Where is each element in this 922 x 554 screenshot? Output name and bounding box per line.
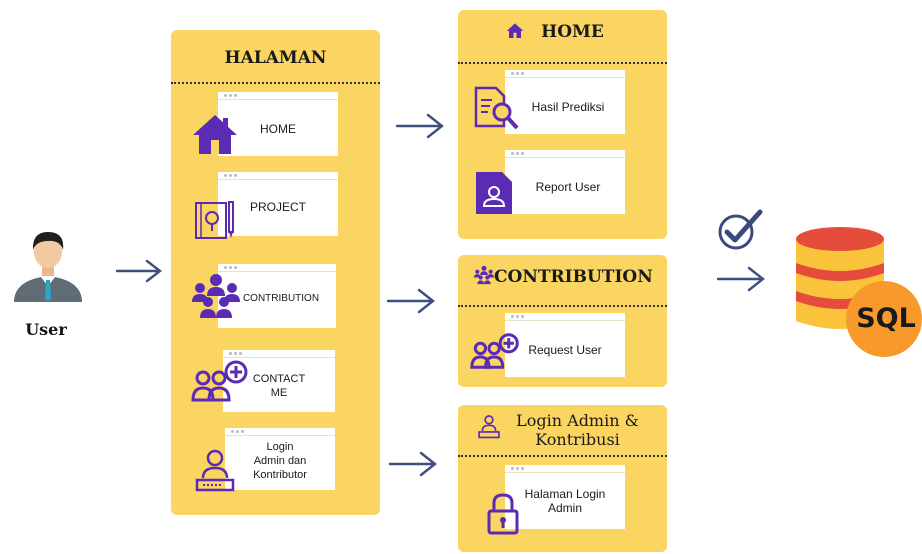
halaman-title: HALAMAN	[224, 48, 327, 68]
user-avatar-icon	[14, 232, 82, 302]
arrow-right-icon	[716, 266, 765, 292]
halaman-item-project[interactable]: PROJECT	[218, 172, 338, 236]
login-user-icon	[478, 415, 500, 439]
halaman-item-label: CONTRIBUTION	[242, 293, 320, 304]
halaman-item-label: PROJECT	[249, 200, 306, 214]
login-panel-title: Login Admin & Kontribusi	[516, 411, 639, 449]
report-search-icon	[474, 86, 519, 130]
add-users-icon	[191, 360, 248, 402]
halaman-item-login[interactable]: Login Admin dan Kontributor	[225, 428, 335, 490]
login-item-halaman-login[interactable]: Halaman Login Admin	[505, 465, 625, 529]
database-icon	[796, 227, 884, 329]
user-figure: User	[8, 224, 88, 339]
group-icon	[192, 274, 240, 318]
arrow-right-icon	[395, 113, 444, 139]
arrow-right-icon	[386, 288, 435, 314]
contribution-panel-title: CONTRIBUTION	[494, 267, 653, 287]
arrow-right-icon	[115, 259, 162, 283]
halaman-item-label: HOME	[260, 122, 296, 136]
divider	[171, 82, 380, 84]
halaman-item-label: Login Admin dan Kontributor	[253, 441, 307, 481]
home-panel: HOME Hasil Prediksi Report User	[458, 10, 667, 239]
home-item-report-user[interactable]: Report User	[505, 150, 625, 214]
contribution-panel: CONTRIBUTION Request User	[458, 255, 667, 387]
halaman-item-home[interactable]: HOME	[218, 92, 338, 156]
group-icon	[474, 265, 494, 285]
login-item-label: Halaman Login Admin	[524, 487, 606, 515]
report-user-icon	[476, 172, 512, 214]
home-panel-title: HOME	[541, 22, 604, 42]
database-group: SQL	[790, 225, 922, 375]
sql-badge	[846, 281, 922, 357]
checkmark-icon	[718, 209, 763, 250]
house-icon	[506, 23, 524, 38]
divider	[458, 62, 667, 64]
halaman-panel: HALAMAN HOME PROJECT CONTRIBUTION	[171, 30, 380, 515]
arrow-right-icon	[388, 451, 437, 477]
project-blueprint-icon	[195, 201, 234, 239]
login-user-icon	[195, 449, 235, 492]
house-icon	[193, 115, 237, 154]
halaman-item-label: CONTACT ME	[252, 373, 306, 399]
home-item-label: Hasil Prediksi	[531, 100, 605, 114]
login-panel: Login Admin & Kontribusi Halaman Login A…	[458, 405, 667, 552]
home-item-label: Report User	[535, 180, 601, 194]
contribution-item-request-user[interactable]: Request User	[505, 313, 625, 377]
lock-icon	[487, 493, 519, 535]
add-users-icon	[470, 333, 519, 369]
home-item-hasil-prediksi[interactable]: Hasil Prediksi	[505, 70, 625, 134]
user-label: User	[25, 320, 67, 339]
divider	[458, 455, 667, 457]
contribution-item-label: Request User	[528, 343, 602, 357]
divider	[458, 305, 667, 307]
sql-label: SQL	[856, 303, 916, 334]
